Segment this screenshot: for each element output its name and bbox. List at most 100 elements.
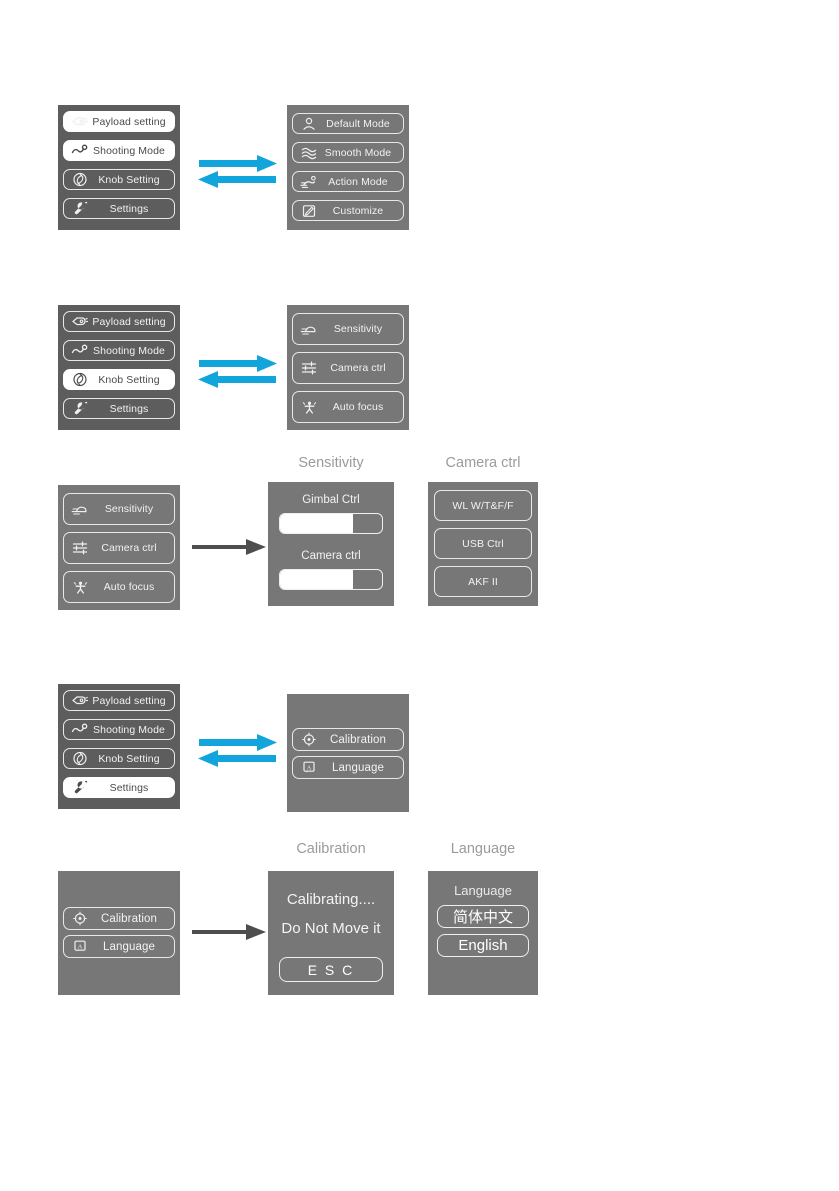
caption-language: Language — [450, 841, 516, 857]
menu-item-language[interactable]: A Language — [292, 756, 404, 779]
double-arrow-blue-3 — [195, 727, 280, 769]
menu-item-label: Payload setting — [92, 315, 166, 328]
wrench-icon — [70, 401, 90, 417]
single-arrow-gray-2 — [190, 915, 268, 949]
payload-icon — [70, 693, 90, 709]
shooting-mode-icon — [70, 143, 90, 159]
slider-label-camera-ctrl: Camera ctrl — [301, 550, 361, 562]
caption-calibration: Calibration — [296, 841, 366, 857]
menu-item-calibration[interactable]: Calibration — [292, 728, 404, 751]
payload-icon — [70, 114, 90, 130]
slider-camera-ctrl[interactable] — [279, 569, 383, 590]
autofocus-icon — [70, 579, 90, 595]
menu-item-label: Camera ctrl — [330, 362, 386, 374]
slider-fill — [280, 570, 354, 589]
language-option-english[interactable]: English — [437, 934, 529, 957]
svg-text:A: A — [307, 764, 312, 771]
menu-item-auto-focus[interactable]: Auto focus — [292, 391, 404, 423]
menu-item-customize[interactable]: Customize — [292, 200, 404, 221]
menu-item-label: Settings — [109, 402, 149, 415]
language-panel: Language 简体中文 English — [428, 871, 538, 995]
menu-item-label: Sensitivity — [333, 323, 383, 335]
menu-item-payload-setting[interactable]: Payload setting — [63, 311, 175, 332]
language-icon: A — [299, 760, 319, 776]
wrench-icon — [70, 780, 90, 796]
camera-ctrl-option-label: WL W/T&F/F — [452, 499, 514, 512]
menu-item-shooting-mode[interactable]: Shooting Mode — [63, 340, 175, 361]
menu-item-default-mode[interactable]: Default Mode — [292, 113, 404, 134]
menu-item-label: Settings — [109, 202, 149, 215]
menu-item-settings[interactable]: Settings — [63, 398, 175, 419]
slider-gimbal-ctrl[interactable] — [279, 513, 383, 534]
menu-item-label: Language — [332, 761, 384, 774]
menu-item-settings[interactable]: Settings — [63, 198, 175, 219]
language-icon: A — [70, 939, 90, 955]
menu-item-label: Knob Setting — [98, 373, 160, 386]
menu-item-label: Auto focus — [332, 401, 384, 413]
menu-item-shooting-mode[interactable]: Shooting Mode — [63, 719, 175, 740]
settings-submenu-panel: Calibration A Language — [287, 694, 409, 812]
double-arrow-blue-2 — [195, 348, 280, 390]
sensitivity-icon — [70, 501, 90, 517]
menu-item-auto-focus[interactable]: Auto focus — [63, 571, 175, 603]
language-panel-title: Language — [454, 883, 512, 898]
settings-submenu-panel-2: Calibration A Language — [58, 871, 180, 995]
menu-item-label: Shooting Mode — [93, 144, 165, 157]
menu-item-shooting-mode-selected[interactable]: Shooting Mode — [63, 140, 175, 161]
menu-panel-knob-options: Sensitivity Camera ctrl Auto focus — [287, 305, 409, 430]
person-icon — [299, 116, 319, 132]
menu-item-language[interactable]: A Language — [63, 935, 175, 958]
calibration-panel: Calibrating.... Do Not Move it E S C — [268, 871, 394, 995]
camera-ctrl-option-label: AKF II — [468, 575, 498, 588]
waves-icon — [299, 145, 319, 161]
runner-icon — [299, 174, 319, 190]
menu-item-label: Sensitivity — [104, 503, 154, 515]
menu-panel-main-2: Payload setting Shooting Mode Knob Setti… — [58, 305, 180, 430]
menu-item-action-mode[interactable]: Action Mode — [292, 171, 404, 192]
menu-item-sensitivity[interactable]: Sensitivity — [63, 493, 175, 525]
knob-icon — [70, 172, 90, 188]
camera-ctrl-option-akf[interactable]: AKF II — [434, 566, 532, 597]
menu-panel-shooting-modes: Default Mode Smooth Mode Action Mode Cus… — [287, 105, 409, 230]
menu-item-camera-ctrl[interactable]: Camera ctrl — [63, 532, 175, 564]
shooting-mode-icon — [70, 343, 90, 359]
menu-item-label: Calibration — [329, 733, 387, 746]
menu-item-label: Payload setting — [92, 115, 166, 128]
camera-ctrl-panel: WL W/T&F/F USB Ctrl AKF II — [428, 482, 538, 606]
menu-item-label: Shooting Mode — [93, 344, 165, 357]
menu-item-label: Smooth Mode — [324, 146, 392, 159]
sensitivity-panel: Gimbal Ctrl Camera ctrl — [268, 482, 394, 606]
menu-panel-main-1: Payload setting Shooting Mode Knob Setti… — [58, 105, 180, 230]
menu-item-smooth-mode[interactable]: Smooth Mode — [292, 142, 404, 163]
menu-item-settings-selected[interactable]: Settings — [63, 777, 175, 798]
menu-item-label: Camera ctrl — [101, 542, 157, 554]
esc-button[interactable]: E S C — [279, 957, 383, 982]
menu-item-label: Payload setting — [92, 694, 166, 707]
menu-panel-knob-options-2: Sensitivity Camera ctrl Auto focus — [58, 485, 180, 610]
camera-ctrl-option-label: USB Ctrl — [462, 537, 504, 550]
language-option-simplified-chinese[interactable]: 简体中文 — [437, 905, 529, 928]
menu-item-knob-setting-selected[interactable]: Knob Setting — [63, 369, 175, 390]
menu-item-knob-setting[interactable]: Knob Setting — [63, 169, 175, 190]
knob-icon — [70, 751, 90, 767]
shooting-mode-icon — [70, 722, 90, 738]
menu-item-knob-setting[interactable]: Knob Setting — [63, 748, 175, 769]
menu-item-sensitivity[interactable]: Sensitivity — [292, 313, 404, 345]
payload-icon — [70, 314, 90, 330]
camera-ctrl-option-usb[interactable]: USB Ctrl — [434, 528, 532, 559]
slider-fill — [280, 514, 354, 533]
menu-item-label: Auto focus — [103, 581, 155, 593]
menu-item-label: Default Mode — [326, 117, 390, 130]
target-icon — [299, 732, 319, 748]
camera-ctrl-option-wl[interactable]: WL W/T&F/F — [434, 490, 532, 521]
menu-item-label: Settings — [109, 781, 149, 794]
caption-sensitivity: Sensitivity — [298, 455, 364, 471]
menu-item-label: Knob Setting — [98, 173, 160, 186]
menu-item-label: Customize — [332, 204, 384, 217]
menu-item-camera-ctrl[interactable]: Camera ctrl — [292, 352, 404, 384]
pencil-square-icon — [299, 203, 319, 219]
menu-item-payload-setting[interactable]: Payload setting — [63, 690, 175, 711]
menu-item-shooting-mode[interactable]: Payload setting — [63, 111, 175, 132]
menu-item-calibration[interactable]: Calibration — [63, 907, 175, 930]
